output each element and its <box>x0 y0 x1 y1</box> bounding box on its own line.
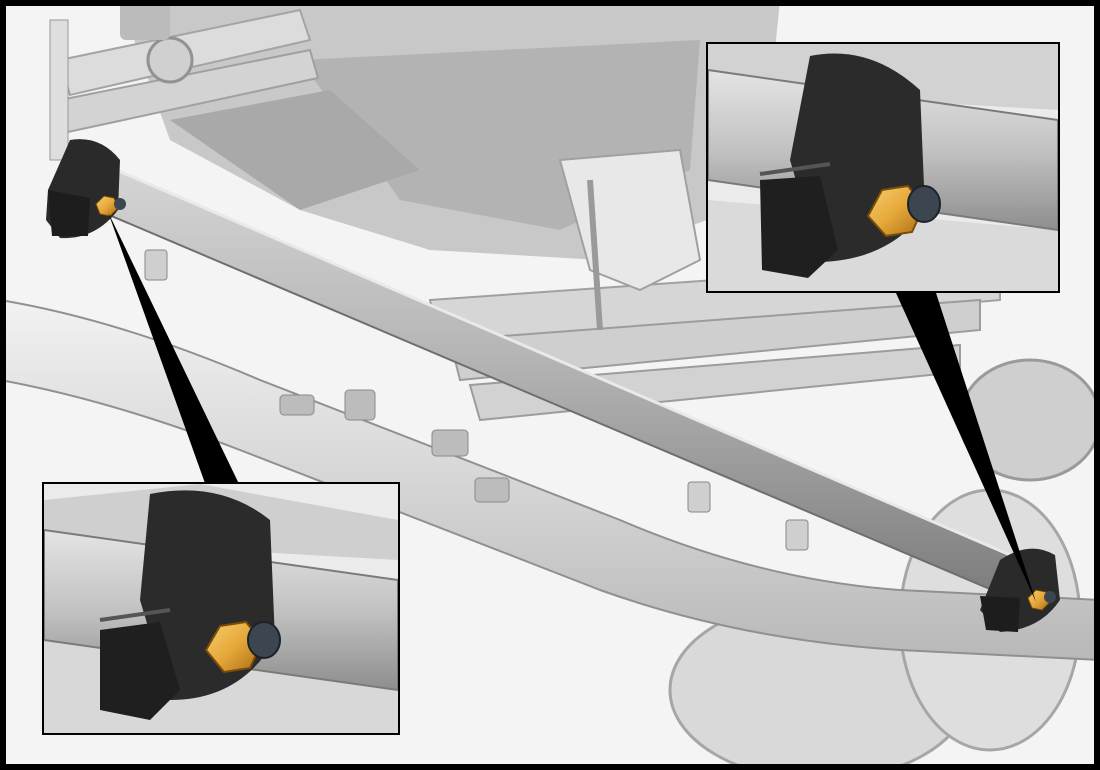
left-bushing-clamp <box>46 139 126 239</box>
right-callout-pointer <box>896 293 1036 602</box>
left-bushing-nut-detail <box>42 482 400 735</box>
right-bushing-nut-detail <box>706 42 1060 293</box>
left-callout-pointer <box>108 212 240 486</box>
right-bushing-clamp <box>980 548 1060 632</box>
